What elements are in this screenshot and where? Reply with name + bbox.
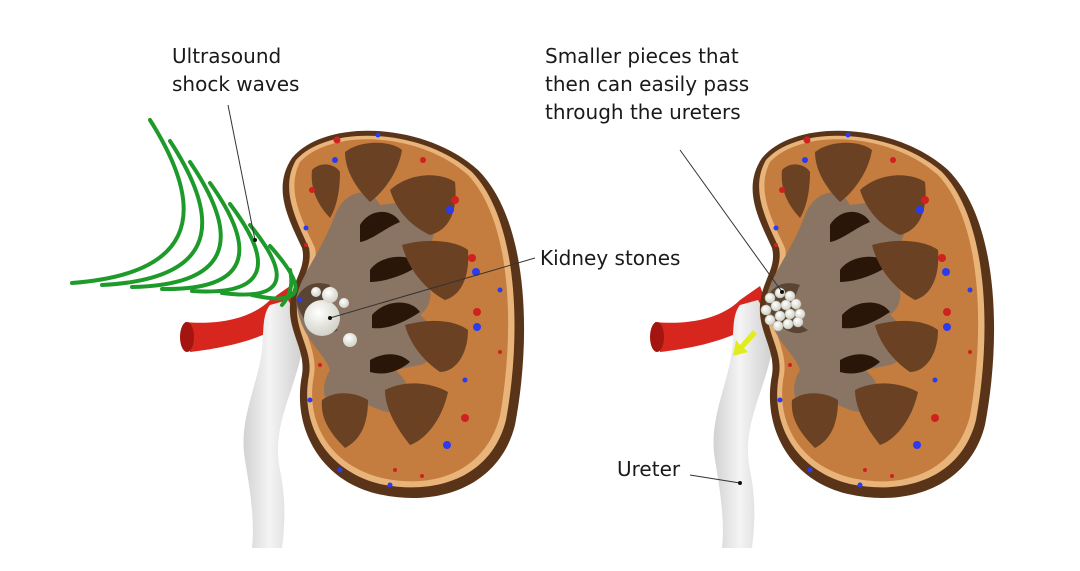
- shock-wave-arc: [250, 244, 298, 301]
- label-line: through the ureters: [545, 100, 741, 124]
- stone-fragment: [764, 292, 776, 304]
- shock-wave-arc: [190, 202, 260, 294]
- shock-wave-arc: [160, 181, 242, 292]
- label-line: Ultrasound: [172, 44, 282, 68]
- stone-fragment: [770, 300, 782, 312]
- stone-fragment: [764, 314, 776, 326]
- label-shock-waves: Ultrasound shock waves: [172, 42, 299, 98]
- stone-fragment: [784, 290, 796, 302]
- shock-wave-arc: [130, 160, 223, 289]
- kidney-stones: [304, 287, 357, 347]
- stone-fragment: [780, 299, 792, 311]
- stone-fragments: [760, 287, 806, 332]
- shock-wave-arc: [220, 223, 279, 297]
- stone-fragment: [760, 304, 772, 316]
- shock-wave-arc: [100, 139, 205, 287]
- label-line: Smaller pieces that: [545, 44, 739, 68]
- stone-fragment: [782, 318, 794, 330]
- label-line: shock waves: [172, 72, 300, 96]
- label-line: then can easily pass: [545, 72, 750, 96]
- stone-fragment: [772, 320, 784, 332]
- flow-arrow-icon: [733, 330, 757, 356]
- leader-lines: [227, 104, 783, 484]
- label-ureter: Ureter: [617, 457, 681, 481]
- label-smaller-pieces: Smaller pieces that then can easily pass…: [545, 42, 749, 126]
- stone-fragment: [784, 308, 796, 320]
- stone-fragment: [792, 316, 804, 328]
- shock-waves: [70, 118, 298, 307]
- kidney-after-treatment: [650, 130, 995, 548]
- kidney-before-treatment: [180, 130, 525, 548]
- shock-wave-arc: [280, 268, 294, 307]
- shock-wave-arc: [70, 118, 186, 285]
- stone-fragment: [774, 310, 786, 322]
- label-kidney-stones: Kidney stones: [540, 246, 681, 270]
- stone-fragment: [790, 298, 802, 310]
